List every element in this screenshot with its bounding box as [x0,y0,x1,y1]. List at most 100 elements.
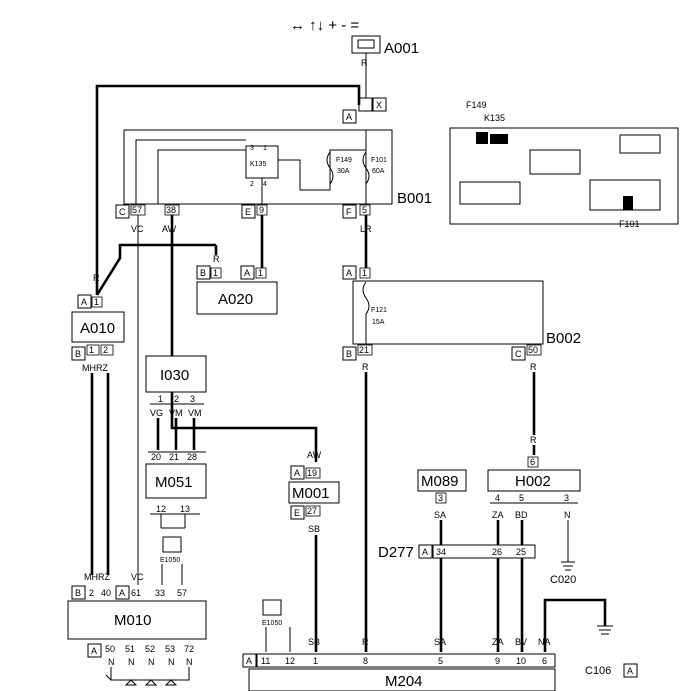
label-d277: D277 [378,544,414,561]
svg-text:N: N [168,657,175,667]
connector-e-b001 [241,204,256,219]
module-m051 [145,463,207,499]
ground-strap [110,667,190,681]
svg-text:38: 38 [166,205,176,215]
svg-text:50: 50 [105,644,115,654]
connector-a-a020 [240,265,255,280]
svg-text:E: E [294,508,300,518]
svg-text:R: R [530,362,537,372]
label-h002: H002 [515,473,551,490]
label-m204: M204 [385,673,423,690]
svg-text:F101: F101 [619,219,640,229]
connector-b-m010 [71,585,86,600]
svg-text:1: 1 [263,145,267,152]
svg-text:3: 3 [190,394,195,404]
battery-cell-icon [357,39,375,49]
module-m089 [417,469,467,492]
svg-text:SA: SA [434,510,446,520]
svg-text:B: B [346,349,352,359]
svg-text:A: A [294,468,300,478]
svg-text:F: F [346,207,352,217]
svg-text:C: C [515,349,522,359]
svg-text:1: 1 [313,656,318,666]
svg-text:2: 2 [89,588,94,598]
connector-b-a020 [196,265,211,280]
svg-text:N: N [128,657,135,667]
svg-text:R: R [213,254,220,264]
svg-text:1: 1 [89,345,94,355]
svg-text:2: 2 [250,181,254,188]
connector-a-b002 [342,265,357,280]
connector-a-d277 [418,544,433,559]
label-b002: B002 [546,330,581,347]
label-m001: M001 [292,485,330,502]
svg-text:2: 2 [174,394,179,404]
connector-x [372,97,387,112]
svg-text:F149: F149 [336,157,352,164]
svg-text:N: N [186,657,193,667]
svg-text:VM: VM [188,408,202,418]
wire-na-c106 [543,598,607,652]
module-m204 [248,668,556,691]
svg-text:1: 1 [362,268,367,278]
svg-text:1: 1 [158,394,163,404]
svg-text:F121: F121 [371,307,387,314]
svg-text:A: A [91,646,97,656]
fuse-f121-symbol [362,281,370,344]
svg-text:A: A [81,297,87,307]
svg-text:SB: SB [308,524,320,534]
svg-text:6: 6 [530,457,535,467]
fuse-f101-symbol [362,151,370,185]
svg-text:6: 6 [542,656,547,666]
connector-e-m001 [290,505,305,520]
label-m051: M051 [155,474,193,491]
svg-text:12: 12 [285,656,295,666]
terminal-box [358,97,373,112]
svg-text:52: 52 [145,644,155,654]
svg-text:25: 25 [516,547,526,557]
connector-c-b002 [511,346,526,361]
ground-diamond-icons [105,674,178,686]
svg-text:R: R [362,637,369,647]
module-m010 [67,600,207,640]
svg-text:57: 57 [132,205,142,215]
svg-text:57: 57 [177,588,187,598]
fuse-f149-symbol [326,151,334,185]
svg-text:1: 1 [213,268,218,278]
connector-b-b002 [342,346,357,361]
wire-aw [170,215,318,462]
svg-text:40: 40 [101,588,111,598]
svg-text:E1050: E1050 [160,557,180,564]
svg-text:1: 1 [94,297,99,307]
label-c106: C106 [585,665,611,677]
module-a010 [71,311,125,343]
svg-text:ZA: ZA [492,510,504,520]
svg-text:33: 33 [155,588,165,598]
svg-text:A: A [346,268,352,278]
svg-text:34: 34 [436,547,446,557]
svg-text:BD: BD [515,510,528,520]
svg-text:19: 19 [307,468,317,478]
svg-text:9: 9 [259,205,264,215]
svg-text:A: A [422,547,428,557]
svg-text:X: X [376,100,382,110]
label-a010: A010 [80,320,115,337]
svg-text:F149: F149 [466,100,487,110]
svg-text:B: B [200,268,206,278]
svg-text:4: 4 [263,181,267,188]
svg-text:R: R [93,273,100,283]
module-i030 [145,355,207,393]
svg-text:9: 9 [495,656,500,666]
svg-text:VM: VM [169,408,183,418]
svg-text:E: E [245,207,251,217]
svg-text:30A: 30A [337,168,350,175]
connector-a-m204 [242,653,257,668]
svg-text:11: 11 [261,656,270,666]
label-m089: M089 [421,473,459,490]
svg-text:13: 13 [180,504,190,514]
svg-text:E1050: E1050 [262,620,282,627]
svg-text:AW: AW [307,450,322,460]
connector-b-a010 [71,346,86,361]
module-a020 [196,281,278,315]
svg-text:53: 53 [165,644,175,654]
